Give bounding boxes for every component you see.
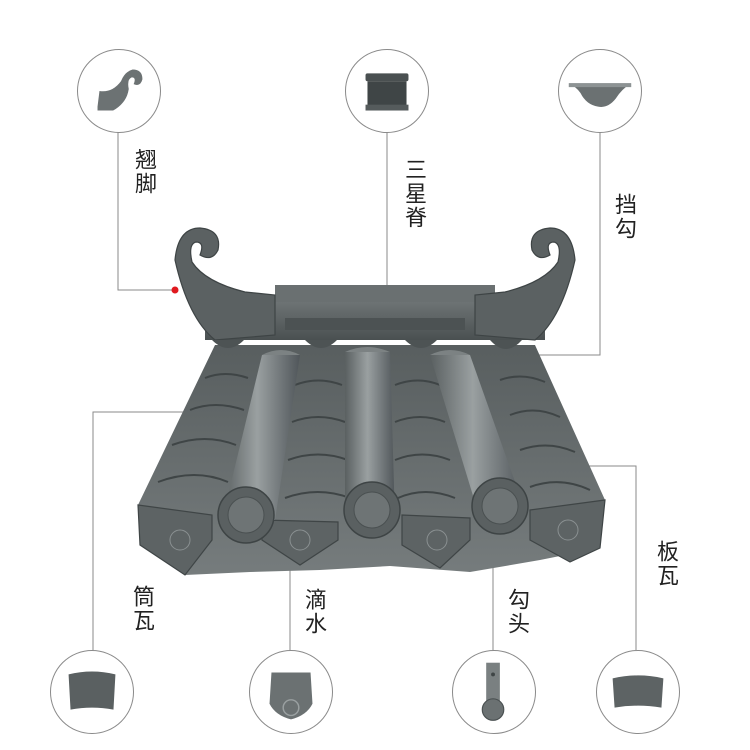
tongwa-tubes bbox=[222, 347, 525, 520]
qiaojiao-icon bbox=[97, 69, 143, 111]
banwa-courses bbox=[157, 373, 591, 499]
label-goutou: 勾头 bbox=[504, 588, 529, 636]
label-sanxingji: 三星脊 bbox=[401, 158, 426, 230]
thumb-goutou bbox=[452, 650, 536, 734]
qiaojiao-left bbox=[174, 227, 276, 341]
label-qiaojiao: 翘脚 bbox=[131, 148, 156, 196]
danggou-icon bbox=[568, 83, 632, 107]
thumb-banwa bbox=[596, 650, 680, 734]
dishui-icon bbox=[269, 672, 313, 720]
thumb-sanxingji bbox=[345, 49, 429, 133]
leader-qiaojiao bbox=[117, 131, 175, 291]
goutou-caps bbox=[217, 477, 529, 544]
thumb-qiaojiao bbox=[77, 49, 161, 133]
thumb-dishui bbox=[249, 650, 333, 734]
tongwa-icon bbox=[68, 671, 116, 710]
dishui-row bbox=[137, 499, 606, 576]
thumb-tongwa bbox=[50, 650, 134, 734]
label-tongwa: 筒瓦 bbox=[129, 585, 154, 633]
marker-qiaojiao bbox=[171, 286, 179, 294]
label-danggou: 挡勾 bbox=[611, 193, 636, 241]
sanxingji-icon bbox=[365, 73, 409, 111]
goutou-icon bbox=[481, 662, 505, 721]
banwa-icon bbox=[612, 675, 664, 708]
danggou-row bbox=[212, 340, 522, 349]
ridge-band bbox=[285, 318, 465, 330]
qiaojiao-right bbox=[474, 227, 576, 341]
label-dishui: 滴水 bbox=[301, 588, 326, 636]
thumb-danggou bbox=[558, 49, 642, 133]
dishui-ornaments bbox=[169, 519, 579, 551]
label-banwa: 板瓦 bbox=[653, 540, 678, 588]
ridge-top bbox=[275, 285, 495, 302]
